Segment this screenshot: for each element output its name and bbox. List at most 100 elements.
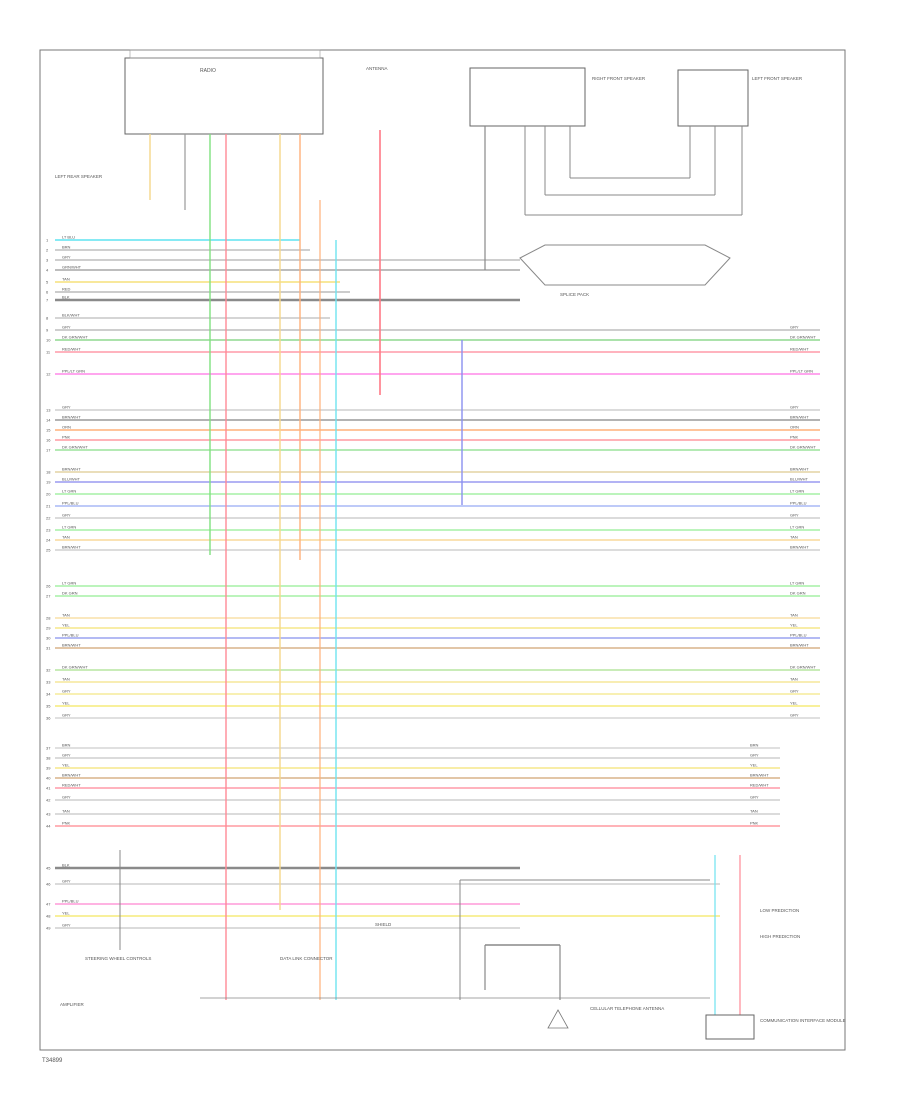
wire-code-right: LT GRN — [790, 581, 804, 586]
wire-code-right: GRY — [790, 513, 799, 518]
wire-code-right: RED/WHT — [790, 347, 809, 352]
wire-pin: 43 — [46, 812, 51, 817]
wire-pin: 33 — [46, 680, 51, 685]
wire-code-right: LT GRN — [790, 489, 804, 494]
remote-label: STEERING WHEEL CONTROLS — [85, 956, 151, 961]
wire-code: YEL — [62, 623, 70, 628]
low-predictor-label: LOW PREDICTION — [760, 908, 799, 913]
cellular-label: CELLULAR TELEPHONE ANTENNA — [590, 1006, 664, 1011]
wire-pin: 12 — [46, 372, 51, 377]
wire-code: BLK/WHT — [62, 313, 80, 318]
wire-code: GRY — [62, 689, 71, 694]
wire-code: RED/WHT — [62, 783, 81, 788]
wire-code: LT GRN — [62, 581, 76, 586]
wire-code: BRN/WHT — [62, 545, 81, 550]
wire-pin: 45 — [46, 866, 51, 871]
wire-pin: 29 — [46, 626, 51, 631]
wire-pin: 34 — [46, 692, 51, 697]
wire-code: GRY — [62, 255, 71, 260]
wire-code: PPL/BLU — [62, 501, 79, 506]
wire-pin: 24 — [46, 538, 51, 543]
wire-code: TAN — [62, 809, 70, 814]
bottom-connectors: COMMUNICATION INTERFACE MODULE CELLULAR … — [60, 908, 846, 1040]
wire-code: TAN — [62, 277, 70, 282]
wire-code-right: YEL — [790, 701, 798, 706]
wire-code-right: DK GRN/WHT — [790, 445, 816, 450]
wire-code: YEL — [62, 763, 70, 768]
module-block — [705, 1014, 755, 1040]
module-label: COMMUNICATION INTERFACE MODULE — [760, 1018, 846, 1023]
wire-code: BRN — [62, 743, 71, 748]
wire-code-right: TAN — [790, 677, 798, 682]
wire-code: BRN/WHT — [62, 643, 81, 648]
wire-code: BRN/WHT — [62, 467, 81, 472]
wire-pin: 40 — [46, 776, 51, 781]
wire-pin: 44 — [46, 824, 51, 829]
wire-code: DK GRN/WHT — [62, 665, 88, 670]
wire-code: PPL/BLU — [62, 633, 79, 638]
wire-pin: 49 — [46, 926, 51, 931]
wire-code-right: PPL/LT GRN — [790, 369, 813, 374]
wire-pin: 48 — [46, 914, 51, 919]
vertical-wires — [119, 126, 743, 1015]
wire-code: RED — [62, 287, 71, 292]
wire-code: DK GRN/WHT — [62, 335, 88, 340]
wire-code-right: PPL/BLU — [790, 633, 807, 638]
wire-code: YEL — [62, 701, 70, 706]
wire-code: YEL — [62, 911, 70, 916]
wire-pin: 10 — [46, 338, 51, 343]
wire-code: TAN — [62, 677, 70, 682]
wire-code-right: GRY — [790, 689, 799, 694]
antenna-icon — [547, 1009, 569, 1029]
wire-code: BLK — [62, 295, 70, 300]
wire-code: PPL/LT GRN — [62, 369, 85, 374]
wire-code: DK GRN — [62, 591, 78, 596]
wire-code-right: BRN/WHT — [790, 643, 809, 648]
wire-pin: 37 — [46, 746, 51, 751]
wire-pin: 47 — [46, 902, 51, 907]
wire-code-right: DK GRN/WHT — [790, 335, 816, 340]
wire-pin: 46 — [46, 882, 51, 887]
wire-code-right: BRN/WHT — [790, 467, 809, 472]
wire-pin: 9 — [46, 328, 49, 333]
wire-pin: 27 — [46, 594, 51, 599]
wire-code: TAN — [62, 613, 70, 618]
amplifier-label: AMPLIFIER — [60, 1002, 85, 1007]
wire-pin: 2 — [46, 248, 49, 253]
wire-code-right: TAN — [790, 613, 798, 618]
wire-code: GRN/WHT — [62, 265, 82, 270]
wire-pin: 25 — [46, 548, 51, 553]
wire-pin: 13 — [46, 408, 51, 413]
wire-pin: 18 — [46, 470, 51, 475]
wire-labels: 1LT BLU2BRN3GRY4GRN/WHT5TAN6RED7BLK8BLK/… — [46, 235, 816, 931]
wire-code-right: DK GRN/WHT — [790, 665, 816, 670]
footer-code: T34899 — [42, 1058, 63, 1064]
wire-pin: 4 — [46, 268, 49, 273]
wire-code: BRN/WHT — [62, 773, 81, 778]
wire-code: LT BLU — [62, 235, 75, 240]
wire-code-right: BRN/WHT — [790, 415, 809, 420]
lf-speaker-label: LEFT FRONT SPEAKER — [752, 76, 803, 81]
wire-code-right: TAN — [750, 809, 758, 814]
wire-code: DK GRN/WHT — [62, 445, 88, 450]
wire-code-right: PNK — [750, 821, 759, 826]
wire-code-right: PPL/BLU — [790, 501, 807, 506]
wire-pin: 6 — [46, 290, 49, 295]
wire-code-right: TAN — [790, 535, 798, 540]
antenna-label: ANTENNA — [366, 66, 388, 71]
high-predictor-label: HIGH PREDICTION — [760, 934, 800, 939]
wire-code-right: GRY — [790, 713, 799, 718]
radio-label: RADIO — [200, 68, 216, 74]
wire-code-right: GRY — [790, 325, 799, 330]
wire-code: TAN — [62, 535, 70, 540]
wire-harness — [55, 239, 820, 929]
wire-pin: 23 — [46, 528, 51, 533]
wire-code: GRY — [62, 795, 71, 800]
wire-pin: 26 — [46, 584, 51, 589]
wire-pin: 38 — [46, 756, 51, 761]
wire-code: GRY — [62, 405, 71, 410]
wire-code: ORN — [62, 425, 71, 430]
wire-pin: 7 — [46, 298, 49, 303]
wire-pin: 42 — [46, 798, 51, 803]
wire-pin: 36 — [46, 716, 51, 721]
